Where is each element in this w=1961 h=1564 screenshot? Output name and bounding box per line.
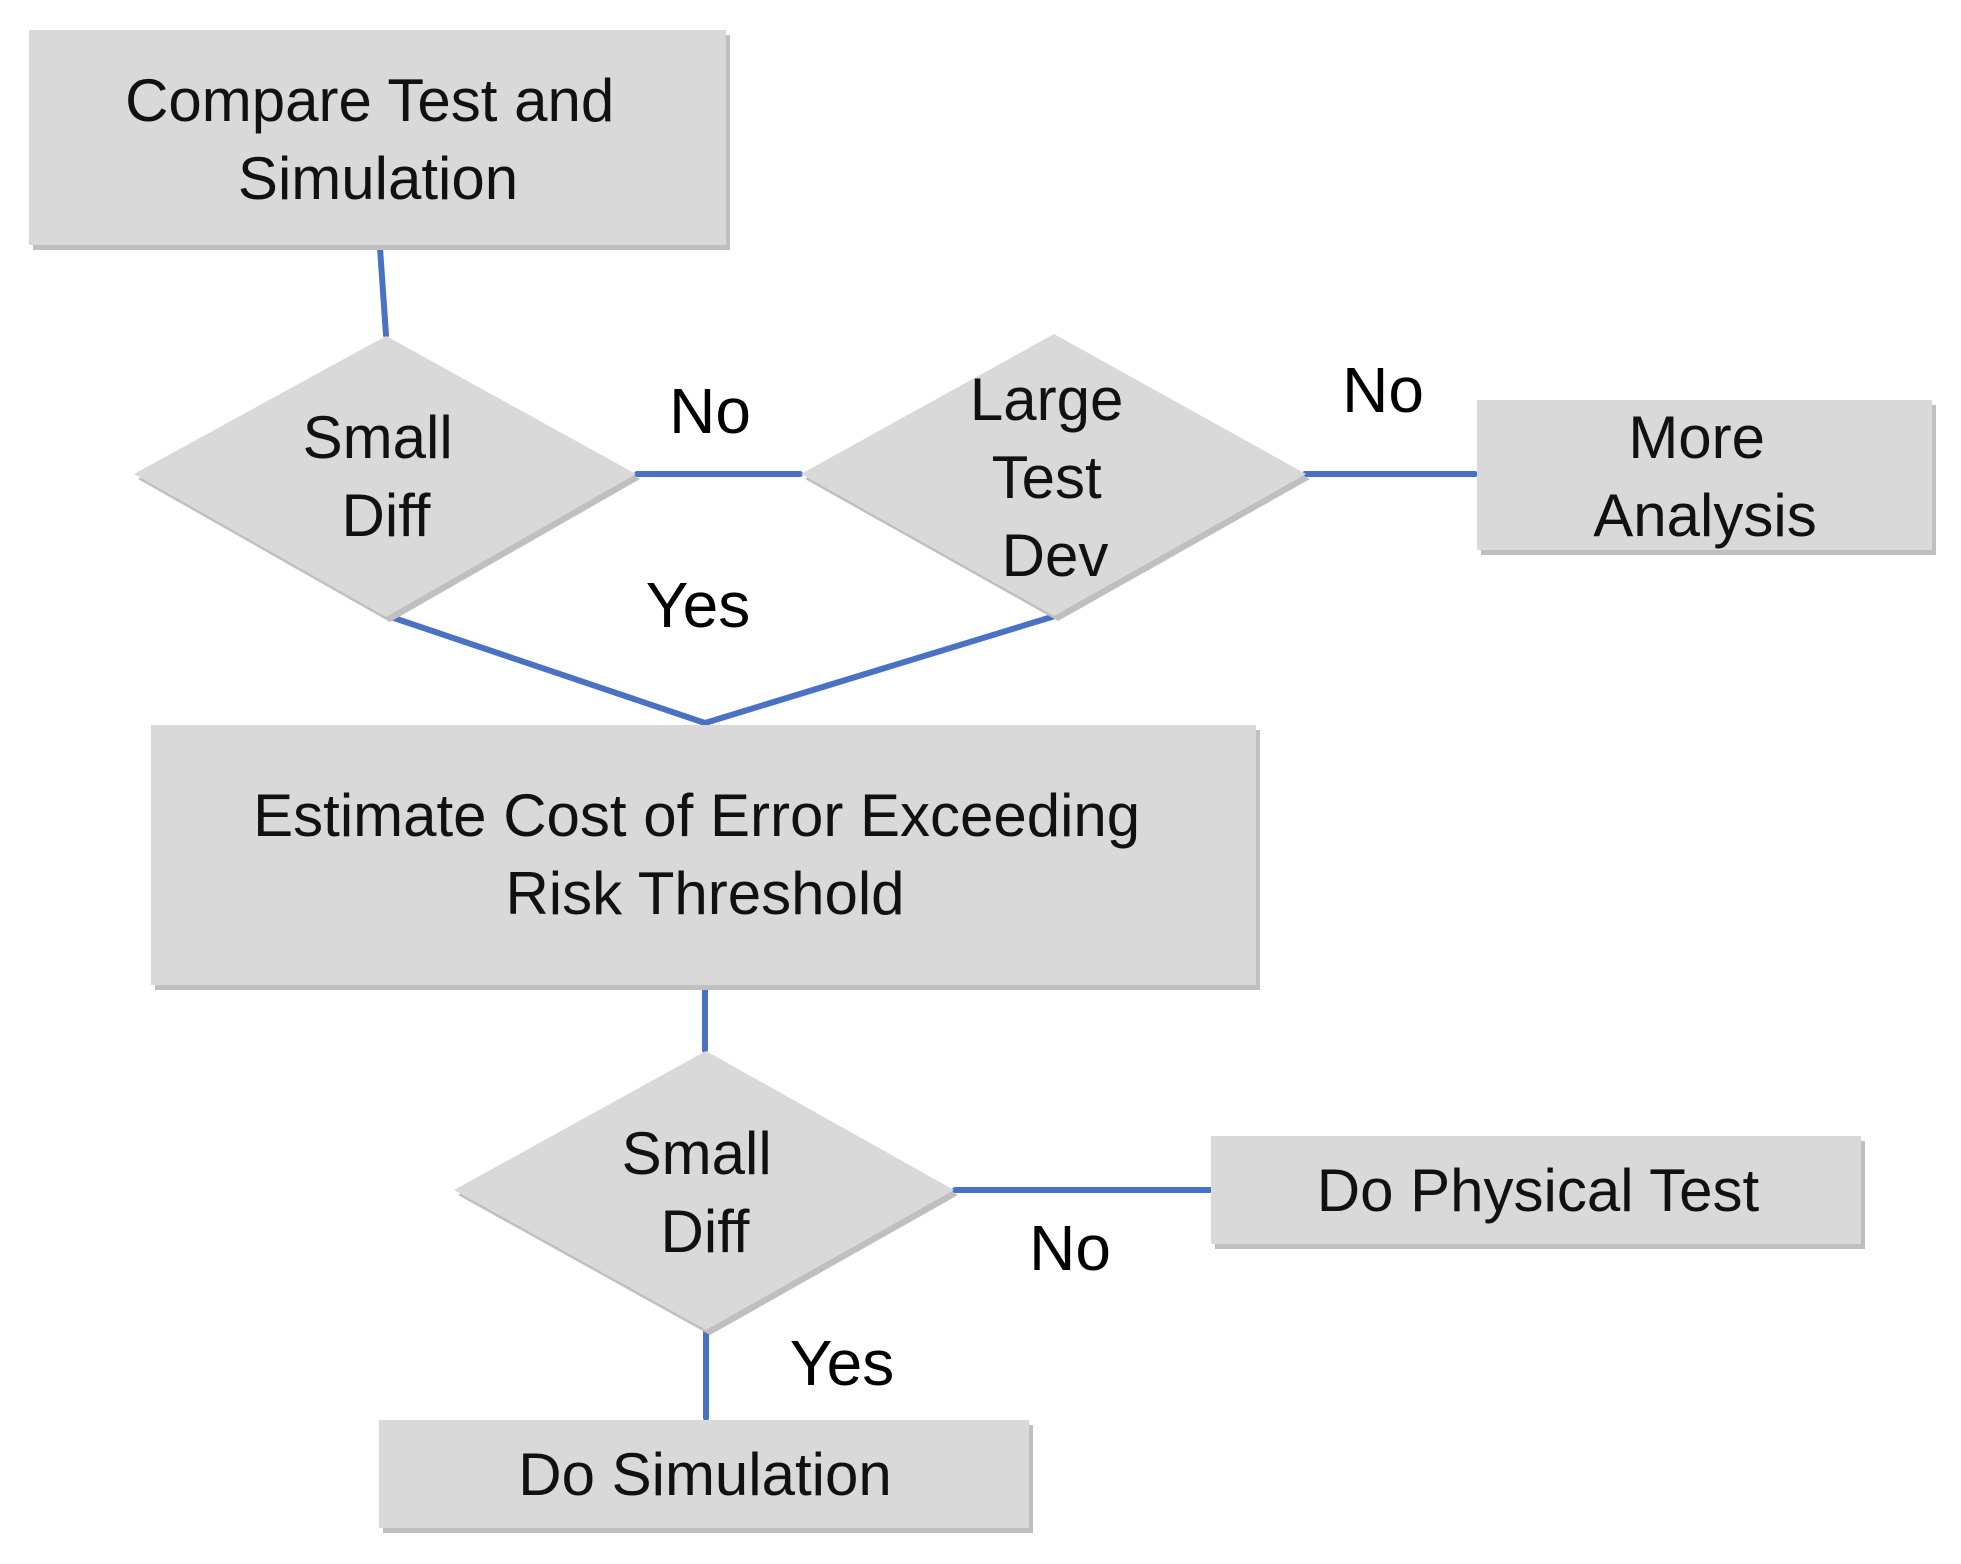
decision-small-diff-top: Small Diff (134, 336, 640, 622)
small-diff-2-line-1: Small (622, 1120, 772, 1187)
more-analysis-line-1: More (1628, 404, 1765, 471)
estimate-line-1: Estimate Cost of Error Exceeding (253, 782, 1140, 849)
compare-line-1: Compare Test and (125, 67, 614, 134)
node-estimate-cost: Estimate Cost of Error Exceeding Risk Th… (151, 725, 1260, 990)
estimate-line-2: Risk Threshold (505, 860, 904, 927)
connector-small-diff-to-estimate (385, 613, 708, 726)
large-test-dev-line-2: Test (992, 444, 1102, 511)
decision-small-diff-bottom: Small Diff (454, 1051, 958, 1335)
small-diff-1-line-2: Diff (342, 482, 431, 549)
do-simulation-label: Do Simulation (518, 1441, 892, 1508)
edge-label-no-2: No (1342, 354, 1424, 426)
small-diff-1-line-1: Small (303, 404, 453, 471)
svg-text:Small Diff: Small Diff (303, 404, 470, 549)
node-do-simulation: Do Simulation (379, 1420, 1033, 1533)
connector-large-test-dev-to-estimate (702, 613, 1058, 726)
physical-test-label: Do Physical Test (1317, 1157, 1760, 1224)
compare-line-2: Simulation (238, 145, 518, 212)
svg-text:Estimate Cost of Error Exceedi: Estimate Cost of Error Exceeding Risk Th… (253, 782, 1157, 927)
decision-large-test-dev: Large Test Dev (801, 334, 1310, 621)
svg-text:Small Diff: Small Diff (622, 1120, 789, 1265)
small-diff-2-line-2: Diff (661, 1198, 750, 1265)
node-do-physical-test: Do Physical Test (1211, 1136, 1865, 1249)
large-test-dev-line-3: Dev (1002, 522, 1109, 589)
edge-label-yes-1: Yes (646, 569, 750, 641)
node-compare-test-and-simulation: Compare Test and Simulation (29, 30, 730, 250)
node-more-analysis: More Analysis (1477, 400, 1936, 555)
large-test-dev-line-1: Large (970, 366, 1123, 433)
edge-label-yes-2: Yes (790, 1327, 894, 1399)
svg-text:Compare Test and Simulat: Compare Test and Simulation (125, 67, 631, 212)
more-analysis-line-2: Analysis (1593, 482, 1816, 549)
edge-label-no-1: No (669, 375, 751, 447)
connectors (377, 245, 1478, 1421)
svg-text:Do Simulation: Do Simulation (518, 1441, 892, 1508)
svg-text:Do Physical Test: Do Physical Test (1317, 1157, 1760, 1224)
connector-compare-to-small-diff (377, 245, 389, 338)
svg-text:Large Test Dev: Large Test Dev (970, 366, 1140, 589)
svg-text:More Analysis: More Analysis (1593, 404, 1816, 549)
edge-label-no-3: No (1029, 1212, 1111, 1284)
